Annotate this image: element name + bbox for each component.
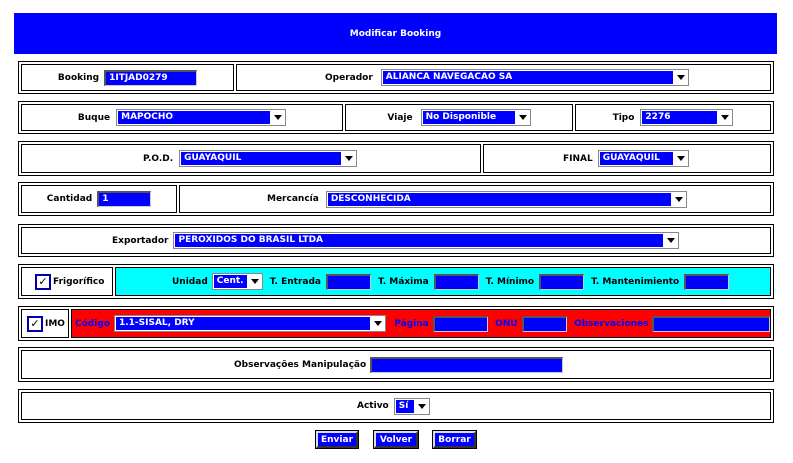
- t-maxima-input[interactable]: [433, 273, 479, 290]
- observaciones-input[interactable]: [651, 315, 771, 332]
- final-label: FINAL: [563, 153, 593, 164]
- activo-cell: Activo Sí: [21, 392, 771, 420]
- viaje-select[interactable]: No Disponible: [420, 109, 531, 126]
- final-value: GUAYAQUIL: [599, 152, 673, 165]
- chevron-down-icon: [718, 110, 732, 125]
- imo-panel: Código 1.1-SISAL, DRY Página ONU Observa…: [71, 309, 771, 338]
- onu-input[interactable]: [521, 315, 568, 332]
- operador-select[interactable]: ALIANCA NAVEGACAO SA: [380, 69, 689, 86]
- mercancia-select[interactable]: DESCONHECIDA: [325, 190, 687, 208]
- borrar-button[interactable]: Borrar: [432, 430, 477, 449]
- exportador-select[interactable]: PEROXIDOS DO BRASIL LTDA: [173, 232, 680, 249]
- chevron-down-icon: [371, 316, 385, 331]
- exportador-label: Exportador: [112, 235, 169, 246]
- activo-label: Activo: [357, 401, 389, 411]
- chevron-down-icon: [342, 151, 356, 166]
- chevron-down-icon: [415, 399, 429, 414]
- cantidad-label: Cantidad: [46, 194, 93, 204]
- volver-button[interactable]: Volver: [373, 430, 419, 449]
- pod-label: P.O.D.: [143, 153, 174, 164]
- tipo-select[interactable]: 2276: [640, 109, 734, 126]
- checkmark-icon: ✓: [30, 317, 40, 330]
- chevron-down-icon: [516, 110, 530, 125]
- operador-label: Operador: [325, 72, 373, 83]
- chevron-down-icon: [664, 233, 678, 248]
- chevron-down-icon: [674, 151, 688, 166]
- buque-cell: Buque MAPOCHO: [21, 104, 343, 131]
- tipo-label: Tipo: [612, 112, 635, 123]
- onu-label: ONU: [495, 318, 518, 329]
- t-entrada-input[interactable]: [325, 273, 371, 290]
- chevron-down-icon: [674, 70, 688, 85]
- page-title: Modificar Booking: [349, 28, 442, 39]
- imo-cell: ✓ IMO: [21, 309, 69, 338]
- chevron-down-icon: [248, 274, 262, 289]
- final-select[interactable]: GUAYAQUIL: [597, 150, 689, 167]
- buque-value: MAPOCHO: [118, 111, 271, 124]
- booking-input[interactable]: 1ITJAD0279: [104, 69, 198, 86]
- activo-value: Sí: [395, 399, 414, 413]
- pod-select[interactable]: GUAYAQUIL: [179, 150, 358, 167]
- viaje-value: No Disponible: [422, 111, 515, 124]
- t-maxima-label: T. Máxima: [377, 276, 429, 287]
- operador-value: ALIANCA NAVEGACAO SA: [382, 71, 673, 84]
- unidad-value: Cent.: [213, 275, 247, 288]
- imo-checkbox[interactable]: ✓: [27, 315, 43, 332]
- page-header: Modificar Booking: [14, 13, 777, 54]
- codigo-select[interactable]: 1.1-SISAL, DRY: [113, 315, 387, 332]
- t-minimo-label: T. Mínimo: [485, 276, 535, 287]
- unidad-label: Unidad: [172, 276, 208, 287]
- observaciones-label: Observaciones: [574, 318, 649, 329]
- booking-cell: Booking 1ITJAD0279: [21, 64, 234, 91]
- tipo-value: 2276: [642, 111, 718, 124]
- buque-label: Buque: [77, 112, 111, 123]
- frigorifico-cell: ✓ Frigorífico: [21, 267, 113, 296]
- pagina-input[interactable]: [432, 315, 489, 332]
- obs-manip-input[interactable]: [370, 356, 564, 373]
- mercancia-value: DESCONHECIDA: [327, 192, 671, 206]
- codigo-value: 1.1-SISAL, DRY: [115, 317, 371, 330]
- t-minimo-input[interactable]: [539, 273, 585, 290]
- booking-label: Booking: [57, 72, 100, 83]
- t-mantenimiento-label: T. Mantenimiento: [591, 276, 680, 287]
- mercancia-cell: Mercancía DESCONHECIDA: [179, 185, 771, 213]
- tipo-cell: Tipo 2276: [575, 104, 771, 131]
- checkmark-icon: ✓: [38, 275, 48, 288]
- reefer-panel: Unidad Cent. T. Entrada T. Máxima T. Mín…: [115, 267, 771, 296]
- imo-label: IMO: [45, 318, 65, 329]
- operador-cell: Operador ALIANCA NAVEGACAO SA: [236, 64, 771, 91]
- pod-cell: P.O.D. GUAYAQUIL: [21, 144, 481, 173]
- exportador-cell: Exportador PEROXIDOS DO BRASIL LTDA: [21, 227, 771, 254]
- unidad-select[interactable]: Cent.: [211, 273, 263, 290]
- frigorifico-checkbox[interactable]: ✓: [35, 273, 51, 290]
- cantidad-input[interactable]: 1: [97, 191, 152, 207]
- obs-manip-label: Observações Manipulação: [234, 359, 367, 370]
- pagina-label: Página: [394, 318, 429, 329]
- t-entrada-label: T. Entrada: [269, 276, 321, 287]
- mercancia-label: Mercancía: [267, 194, 319, 204]
- viaje-label: Viaje: [387, 112, 413, 123]
- cantidad-cell: Cantidad 1: [21, 185, 177, 213]
- enviar-button[interactable]: Enviar: [315, 430, 359, 449]
- chevron-down-icon: [271, 110, 285, 125]
- viaje-cell: Viaje No Disponible: [345, 104, 573, 131]
- exportador-value: PEROXIDOS DO BRASIL LTDA: [175, 234, 664, 247]
- final-cell: FINAL GUAYAQUIL: [483, 144, 771, 173]
- obs-manip-cell: Observações Manipulação: [21, 350, 771, 379]
- activo-select[interactable]: Sí: [393, 397, 430, 415]
- pod-value: GUAYAQUIL: [181, 152, 342, 165]
- codigo-label: Código: [75, 318, 110, 329]
- buque-select[interactable]: MAPOCHO: [116, 109, 287, 126]
- frigorifico-label: Frigorífico: [53, 276, 105, 287]
- t-mantenimiento-input[interactable]: [684, 273, 730, 290]
- chevron-down-icon: [672, 192, 686, 207]
